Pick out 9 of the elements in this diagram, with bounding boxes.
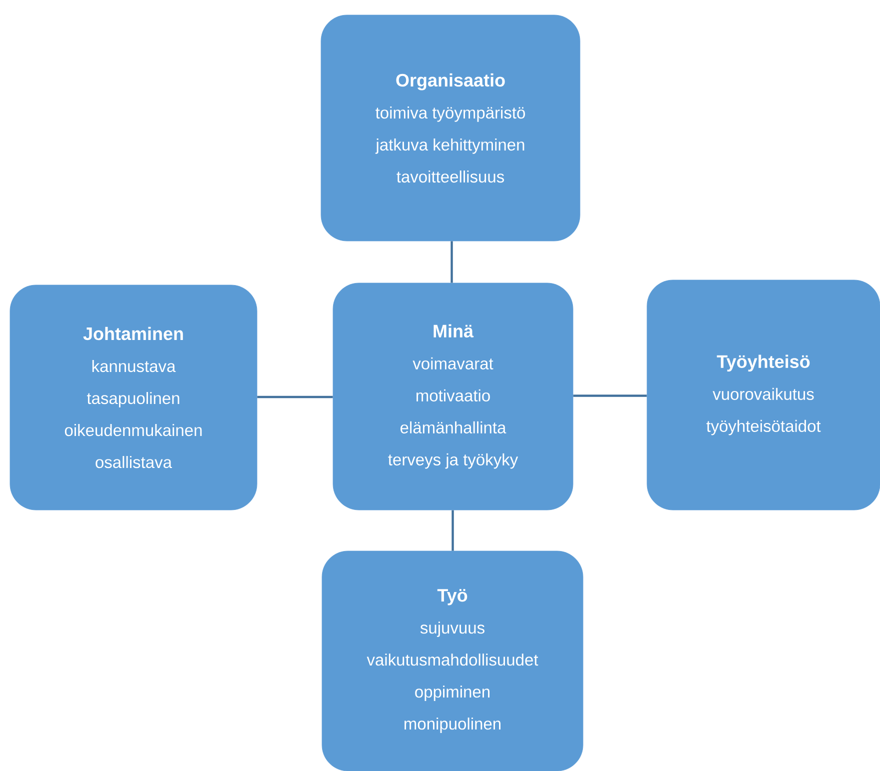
connector-line [573,394,647,397]
rounded-box: Työ sujuvuus vaikutusmahdollisuudet oppiminen monipuolinen [322,550,584,771]
rounded-box: Työyhteisö vuorovaikutus työyhteisötaidot [646,280,880,510]
connector-line [257,396,333,398]
connector-line [450,241,453,283]
rounded-box: Johtaminen kannustava tasapuolinen oikeudenmukainen osallistava [10,284,258,510]
rounded-box: Organisaatio toimiva työympäristö jatkuva kehittyminen tavoitteellisuus [320,14,580,242]
connector-line [452,510,454,551]
rounded-box: Minä voimavarat motivaatio elämänhallinta terveys ja työkyky [332,282,574,510]
